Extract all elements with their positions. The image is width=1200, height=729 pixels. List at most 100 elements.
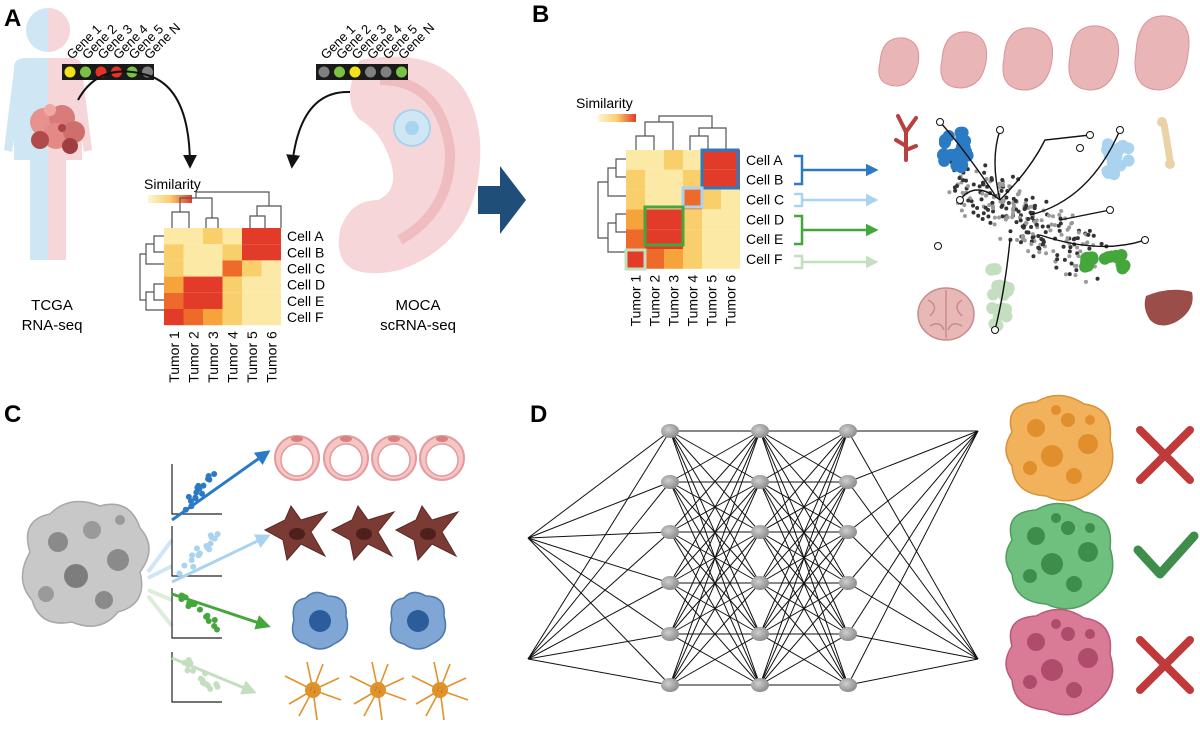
network-edge	[527, 658, 671, 686]
network-edge	[669, 633, 761, 686]
tumor-nucleus	[1078, 542, 1098, 562]
mini-plot-point	[211, 535, 218, 542]
trajectory-cell-point	[1011, 206, 1016, 211]
trajectory-cell-point	[977, 184, 982, 189]
tumor-nucleus	[1027, 419, 1045, 437]
heatmap-b-cell	[702, 189, 721, 210]
macrophage-nucleus	[407, 610, 429, 632]
neuron-dendrite	[349, 675, 379, 691]
embryo-stages-icon	[878, 15, 1190, 91]
trajectory-cell-point	[1037, 250, 1042, 255]
tumor-nucleus	[1027, 633, 1045, 651]
heatmap-a-cell	[222, 292, 242, 309]
trajectory-cell-point	[1051, 249, 1056, 254]
ring-cell-nucleus	[340, 436, 352, 442]
trajectory-cell-point	[1020, 224, 1025, 229]
heatmap-b-col-label: Tumor 1	[628, 275, 644, 327]
trajectory-cell-point	[1031, 254, 1036, 259]
trajectory-cell-point	[1007, 184, 1012, 189]
mini-plot-point	[184, 667, 191, 674]
trajectory-cell-point	[953, 188, 958, 193]
network-edge	[669, 430, 761, 686]
network-node	[751, 576, 769, 590]
trajectory-cell-point	[999, 188, 1004, 193]
heatmap-a-col-label: Tumor 3	[205, 331, 221, 383]
tumor-nucleus	[1051, 619, 1061, 629]
network-edge	[669, 582, 761, 686]
neuron-cell-row	[284, 661, 469, 721]
heatmap-b-cell	[626, 229, 645, 249]
mini-plot-point	[205, 617, 212, 624]
trajectory-cell-point	[1074, 263, 1079, 268]
mini-plot-point	[188, 556, 195, 563]
trajectory-cell-point	[1029, 225, 1034, 230]
similarity-gradient-b	[598, 114, 636, 122]
heatmap-a-col-label: Tumor 6	[263, 331, 279, 383]
tumor-nucleus	[1061, 627, 1075, 641]
heatmap-a-cell	[242, 292, 262, 309]
trajectory-lineage-point	[958, 141, 971, 154]
flow-arrow-icon	[478, 166, 526, 234]
heatmap-b-cell	[702, 169, 721, 190]
heatmap-a-cell	[242, 244, 262, 261]
trajectory-endpoint	[996, 126, 1004, 134]
trajectory-cell-point	[1095, 276, 1100, 281]
trajectory-cell-point	[1075, 236, 1080, 241]
trajectory-branch	[1039, 234, 1146, 248]
heatmap-b-cell	[702, 249, 721, 269]
trajectory-cell-point	[966, 198, 971, 203]
ring-cell-lumen	[329, 443, 363, 477]
trajectory-lineage-point	[1114, 159, 1127, 172]
trajectory-cell-point	[1074, 268, 1079, 273]
network-edge	[847, 658, 979, 686]
heatmap-a-row-label: Cell C	[287, 261, 325, 277]
dendrogram-top-a	[171, 191, 282, 228]
network-edge	[527, 531, 671, 660]
trajectory-branch	[994, 239, 1011, 331]
mini-plot-point	[176, 570, 183, 577]
panel-letter-b: B	[532, 1, 549, 28]
tumor-nucleus	[1078, 648, 1098, 668]
heatmap-a-cell	[203, 292, 223, 309]
trajectory-cell-point	[1067, 272, 1072, 277]
trajectory-endpoint	[1086, 131, 1094, 139]
trajectory-cell-point	[957, 175, 962, 180]
tumor-nucleus	[1061, 413, 1075, 427]
trajectory-cell-point	[1001, 183, 1006, 188]
trajectory-cell-point	[1040, 242, 1045, 247]
trajectory-cell-point	[982, 170, 987, 175]
trajectory-cell-point	[1057, 212, 1062, 217]
network-edge	[759, 430, 849, 584]
network-edge	[759, 481, 849, 686]
trajectory-lineage-point	[1122, 142, 1135, 155]
mini-plot-axes	[171, 652, 222, 703]
heatmap-a-cell	[183, 309, 203, 326]
trajectory-cell-point	[1016, 209, 1021, 214]
tumor-clusters-colored	[1005, 394, 1114, 716]
neural-network-diagram	[527, 424, 979, 692]
tumor-cluster-gray-icon	[21, 500, 150, 627]
moca-dot-2	[334, 66, 345, 78]
neuron-dendrite	[312, 689, 342, 701]
network-node	[751, 678, 769, 692]
heatmap-a-cell	[242, 276, 262, 293]
network-node	[751, 525, 769, 539]
trajectory-cell-point	[1004, 206, 1009, 211]
trajectory-cell-point	[971, 182, 976, 187]
fibroblast-nucleus	[356, 528, 372, 540]
trajectory-cell-point	[1057, 228, 1062, 233]
trajectory-cell-point	[992, 222, 997, 227]
panel-letter-d: D	[530, 401, 547, 428]
heatmap-b-col-label: Tumor 5	[704, 275, 720, 327]
cross-icon	[1136, 426, 1194, 484]
tumor-nucleus	[1023, 461, 1037, 475]
trajectory-cell-point	[997, 215, 1002, 220]
trajectory-lineage-point	[1115, 249, 1128, 262]
trajectory-cell-point	[981, 211, 986, 216]
similarity-label-a: Similarity	[144, 176, 201, 192]
tumor-fan-lines	[146, 538, 174, 628]
neuron-dendrite	[377, 689, 383, 721]
heatmap-a-row-label: Cell E	[287, 293, 324, 309]
trajectory-cell-point	[998, 236, 1003, 241]
trajectory-cell-point	[1000, 214, 1005, 219]
